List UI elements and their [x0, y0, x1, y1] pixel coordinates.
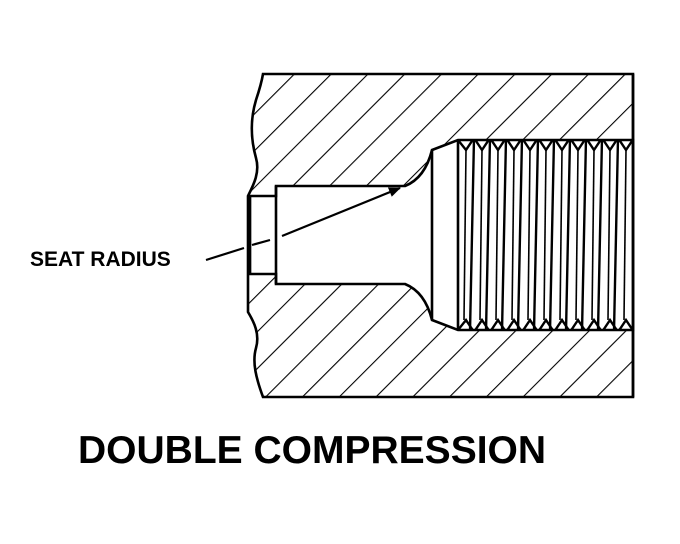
thread-profile: [458, 140, 633, 330]
seat-radius-leader: [205, 188, 400, 262]
seat-radius-label: SEAT RADIUS: [30, 248, 171, 271]
diagram-title: DOUBLE COMPRESSION: [78, 429, 546, 472]
